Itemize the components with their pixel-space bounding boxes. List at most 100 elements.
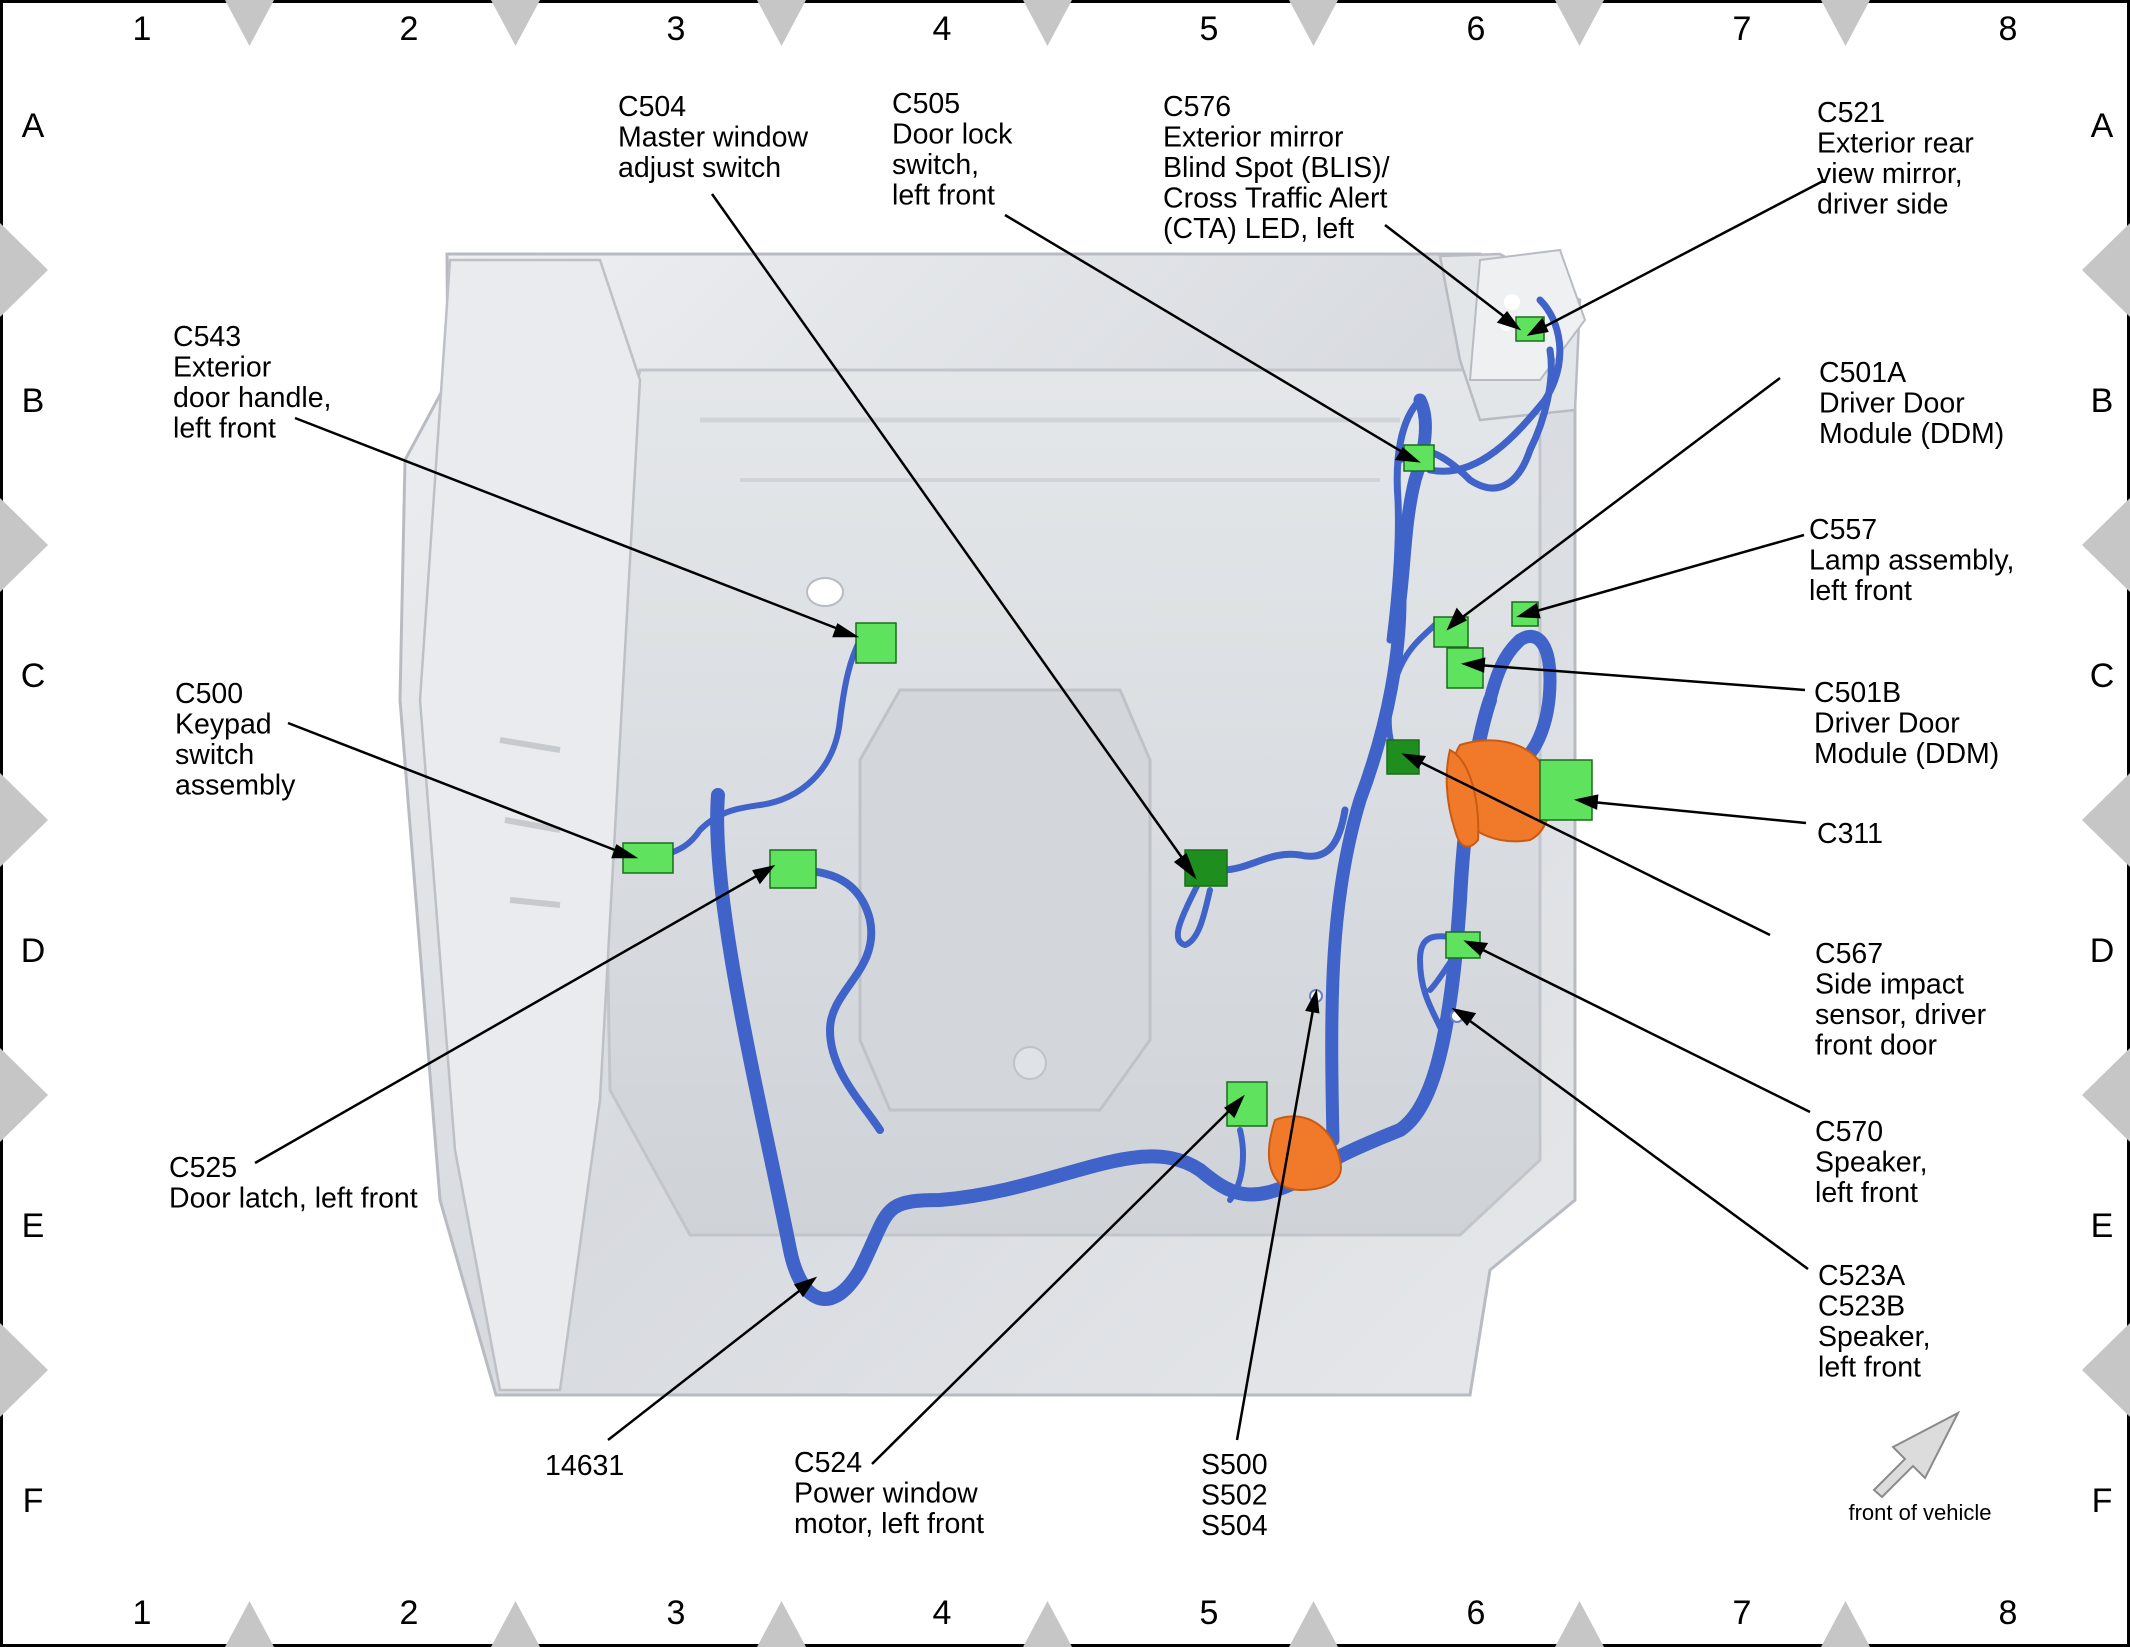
callout-c505-line: left front [892, 180, 995, 212]
callout-c311: C311 [1817, 818, 1883, 850]
front-of-vehicle-label: front of vehicle [1848, 1500, 1991, 1525]
callout-c576-line: Blind Spot (BLIS)/ [1163, 152, 1390, 184]
grid-column-bottom-6: 6 [1467, 1594, 1486, 1632]
callout-c557-line: C557 [1809, 514, 1877, 546]
callout-c501a-line: Module (DDM) [1819, 418, 2004, 450]
callout-c570-line: Speaker, [1815, 1147, 1928, 1179]
connector-c525 [769, 849, 817, 889]
grid-column-top-3: 3 [667, 10, 686, 48]
callout-c576-line: C576 [1163, 91, 1231, 123]
callout-c501a-line: Driver Door [1819, 388, 1965, 420]
callout-c557-line: Lamp assembly, [1809, 545, 2014, 577]
grid-column-top-6: 6 [1467, 10, 1486, 48]
callout-c525-line: Door latch, left front [169, 1183, 418, 1215]
callout-c524-line: C524 [794, 1447, 862, 1479]
callout-c311-line: C311 [1817, 818, 1883, 850]
callout-c505-line: switch, [892, 149, 979, 181]
wiring-harness [662, 296, 1564, 1306]
grid-row-right-D: D [2090, 932, 2115, 970]
front-of-vehicle-arrow-icon [1872, 1410, 1961, 1499]
callout-c501b-line: Module (DDM) [1814, 738, 1999, 770]
callout-c543-line: left front [173, 413, 276, 445]
callout-c543-line: C543 [173, 321, 241, 353]
grid-column-top-1: 1 [133, 10, 152, 48]
orange-clips [1268, 739, 1551, 1192]
callout-c523-line: C523B [1818, 1291, 1905, 1323]
grid-column-bottom-5: 5 [1200, 1594, 1219, 1632]
callout-c521-line: C521 [1817, 97, 1885, 129]
grid-column-top-4: 4 [933, 10, 952, 48]
callout-c557-line: left front [1809, 575, 1912, 607]
callout-c524-line: motor, left front [794, 1508, 984, 1540]
callout-c576-line: Cross Traffic Alert [1163, 183, 1387, 215]
callout-c505-line: C505 [892, 88, 960, 120]
grid-row-left-B: B [22, 382, 45, 420]
callout-c543-line: Exterior [173, 352, 272, 384]
callout-c525-line: C525 [169, 1152, 237, 1184]
grid-row-right-E: E [2091, 1207, 2114, 1245]
callout-c521-line: driver side [1817, 189, 1948, 221]
callout-c576-line: (CTA) LED, left [1163, 213, 1354, 245]
callout-c505-line: Door lock [892, 119, 1013, 151]
callout-c523-line: C523A [1818, 1260, 1905, 1292]
callout-c570-line: C570 [1815, 1116, 1883, 1148]
callout-c543-line: door handle, [173, 382, 331, 414]
callout-h14631: 14631 [545, 1450, 624, 1482]
callout-c500-line: C500 [175, 678, 243, 710]
callout-c576-line: Exterior mirror [1163, 122, 1344, 154]
grid-column-bottom-8: 8 [1999, 1594, 2018, 1632]
grid-row-right-C: C [2090, 657, 2115, 695]
callout-c523-line: left front [1818, 1352, 1921, 1384]
callout-c567-line: C567 [1815, 938, 1883, 970]
callout-c500-line: switch [175, 739, 254, 771]
callout-c524-line: Power window [794, 1478, 978, 1510]
connector-c311 [1539, 759, 1593, 821]
grid-column-bottom-7: 7 [1733, 1594, 1752, 1632]
grid-row-right-F: F [2092, 1482, 2113, 1520]
grid-column-bottom-4: 4 [933, 1594, 952, 1632]
grid-column-top-7: 7 [1733, 10, 1752, 48]
callout-c570-line: left front [1815, 1177, 1918, 1209]
callout-c523-line: Speaker, [1818, 1321, 1931, 1353]
callout-s500-line: S500 [1201, 1449, 1268, 1481]
grid-column-top-5: 5 [1200, 10, 1219, 48]
callout-c500-line: Keypad [175, 709, 272, 741]
callout-c567-line: Side impact [1815, 969, 1964, 1001]
grid-row-left-D: D [21, 932, 46, 970]
grid-row-left-E: E [22, 1207, 45, 1245]
grid-column-top-8: 8 [1999, 10, 2018, 48]
callout-c521-line: Exterior rear [1817, 128, 1974, 160]
grid-column-bottom-1: 1 [133, 1594, 152, 1632]
grid-column-top-2: 2 [400, 10, 419, 48]
callout-c504-line: Master window [618, 122, 808, 154]
callout-h14631-line: 14631 [545, 1450, 624, 1482]
callout-c500-line: assembly [175, 770, 296, 802]
grid-column-bottom-2: 2 [400, 1594, 419, 1632]
callout-s500-line: S504 [1201, 1510, 1268, 1542]
callout-c501b-line: Driver Door [1814, 708, 1960, 740]
leader-lines [254, 178, 1826, 1465]
callout-c567-line: sensor, driver [1815, 999, 1987, 1031]
callout-c504-line: adjust switch [618, 152, 781, 184]
callout-c501a-line: C501A [1819, 357, 1906, 389]
callout-c521-line: view mirror, [1817, 158, 1963, 190]
